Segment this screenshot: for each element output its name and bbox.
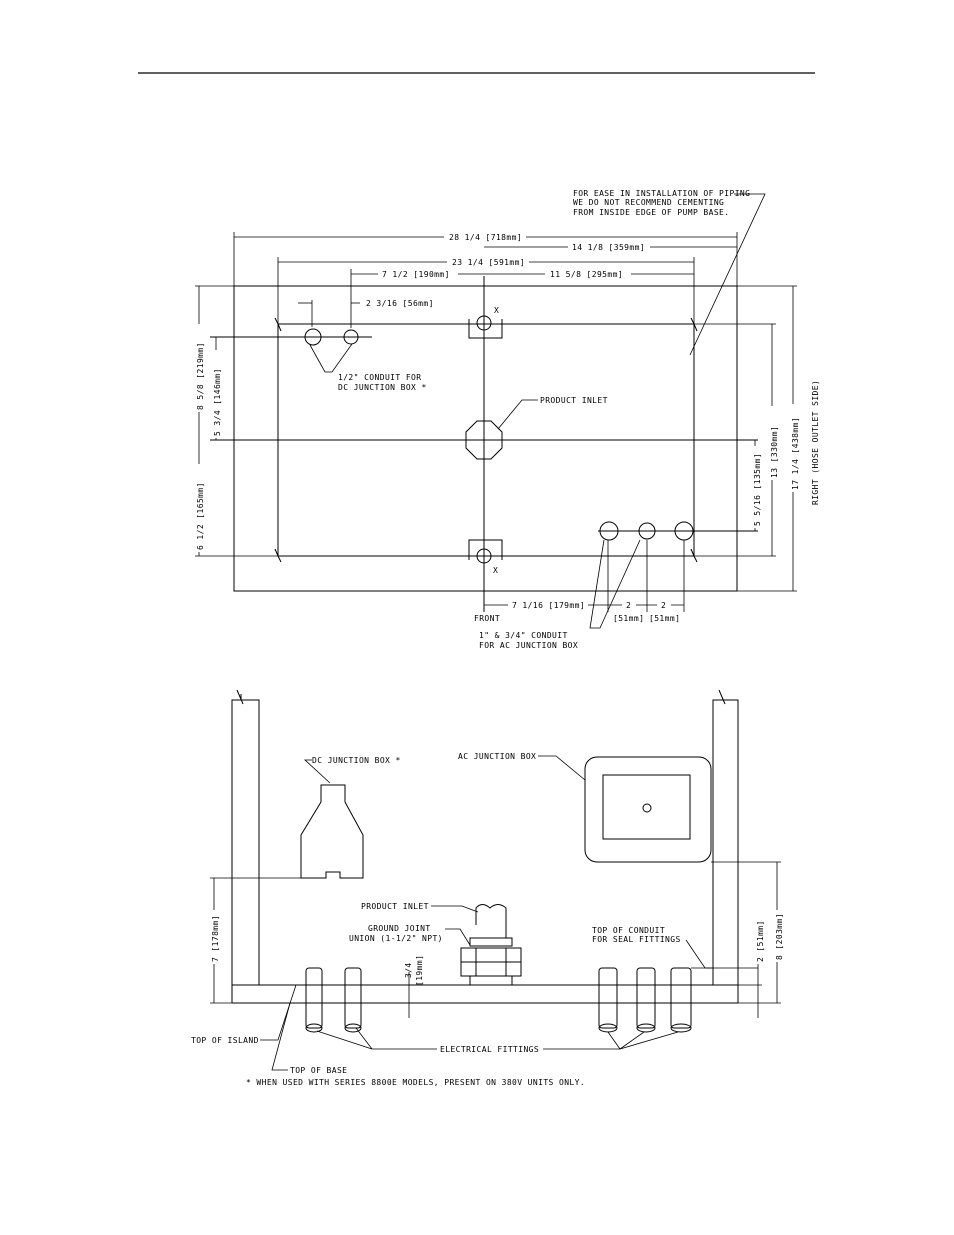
top-bolt	[476, 315, 492, 331]
ground-joint-label-1: GROUND JOINT	[368, 924, 431, 933]
dim-overall-width: 28 1/4 [718mm]	[449, 233, 522, 242]
union-collar	[469, 937, 513, 947]
side-inlet-leader	[431, 905, 479, 913]
dc-conduit-label-2: DC JUNCTION BOX *	[338, 383, 427, 392]
ground-joint-leader	[445, 928, 471, 946]
dim-13: 13 [330mm]	[770, 426, 779, 478]
dc-junction-box	[300, 784, 364, 879]
ac-box-label: AC JUNCTION BOX	[458, 752, 536, 761]
x-mark-bottom: X	[493, 566, 498, 575]
piping-note-line-1: FOR EASE IN INSTALLATION OF PIPING	[573, 189, 750, 198]
side-product-inlet-label: PRODUCT INLET	[361, 902, 429, 911]
dim-8-5-8: 8 5/8 [219mm]	[196, 342, 205, 410]
dim-23-1-4: 23 1/4 [591mm]	[452, 258, 525, 267]
left-island-wall	[231, 694, 260, 1003]
right-island-wall	[712, 699, 739, 1003]
front-label: FRONT	[474, 614, 500, 623]
dim-11-5-8: 11 5/8 [295mm]	[550, 270, 623, 279]
top-of-base-leader	[271, 1002, 291, 1071]
product-inlet-octagon	[465, 420, 503, 460]
dim-7-1-2: 7 1/2 [190mm]	[382, 270, 450, 279]
electrical-fittings-leader-right	[543, 1031, 621, 1050]
bottom-bolt	[476, 548, 492, 564]
electrical-fittings-label: ELECTRICAL FITTINGS	[440, 1045, 539, 1054]
dim-5-3-4: 5 3/4 [146mm]	[213, 368, 222, 436]
piping-note-line-2: WE DO NOT RECOMMEND CEMENTING	[573, 198, 724, 207]
x-mark-top: X	[494, 306, 499, 315]
electrical-fittings-leader-left	[355, 1027, 437, 1050]
product-inlet-leader	[497, 399, 538, 430]
ac-conduit-leader	[589, 539, 641, 629]
top-of-island-label: TOP OF ISLAND	[191, 1036, 259, 1045]
top-conduit-leader	[685, 939, 713, 969]
union-lower	[469, 975, 513, 986]
product-inlet-pipe	[475, 904, 507, 938]
ac-junction-box-inner	[602, 774, 691, 840]
footnote: * WHEN USED WITH SERIES 8800E MODELS, PR…	[246, 1078, 585, 1087]
dim-2-side: 2 [51mm]	[756, 920, 765, 962]
dim-51mm-a: [51mm]	[613, 614, 644, 623]
dim-7-1-16: 7 1/16 [179mm]	[512, 601, 585, 610]
ac-junction-box-knockout	[642, 803, 652, 813]
dim-2-a: 2	[626, 601, 631, 610]
ac-conduit-label-1: 1" & 3/4" CONDUIT	[479, 631, 568, 640]
product-inlet-label-top: PRODUCT INLET	[540, 396, 608, 405]
bottom-bolt-bracket	[468, 539, 503, 560]
dim-6-1-2: 6 1/2 [165mm]	[196, 482, 205, 550]
dim-51mm-b: [51mm]	[649, 614, 680, 623]
top-of-island-leader	[260, 984, 297, 1041]
dim-7: 7 [178mm]	[211, 915, 220, 962]
dim-8: 8 [203mm]	[775, 913, 784, 960]
side-view: DC JUNCTION BOX * AC JUNCTION BOX PRODUC…	[191, 689, 785, 1087]
dim-2-3-16: 2 3/16 [56mm]	[366, 299, 434, 308]
top-view: FOR EASE IN INSTALLATION OF PIPING WE DO…	[195, 189, 820, 650]
top-bolt-bracket	[468, 319, 503, 339]
ac-conduit-label-2: FOR AC JUNCTION BOX	[479, 641, 578, 650]
top-conduit-label-2: FOR SEAL FITTINGS	[592, 935, 681, 944]
piping-note-line-3: FROM INSIDE EDGE OF PUMP BASE.	[573, 208, 730, 217]
dim-3-4: 3/4	[404, 962, 413, 978]
dc-conduit-label-1: 1/2" CONDUIT FOR	[338, 373, 421, 382]
fitting-left-2	[344, 967, 362, 1029]
ac-box-leader	[538, 755, 586, 781]
piping-note-leader	[689, 193, 766, 356]
right-side-label: RIGHT (HOSE OUTLET SIDE)	[811, 380, 820, 505]
fitting-right-3	[670, 967, 692, 1029]
top-conduit-label-1: TOP OF CONDUIT	[592, 926, 665, 935]
fitting-left-1	[305, 967, 323, 1029]
dc-box-label: DC JUNCTION BOX *	[312, 756, 401, 765]
dc-conduit-leader	[309, 343, 353, 373]
fitting-right-2	[636, 967, 656, 1029]
top-of-base-label: TOP OF BASE	[290, 1066, 347, 1075]
ac-junction-box-outer	[584, 756, 712, 863]
dim-2-b: 2	[661, 601, 666, 610]
fitting-right-1	[598, 967, 618, 1029]
dim-14-1-8: 14 1/8 [359mm]	[572, 243, 645, 252]
dc-box-leader	[303, 759, 331, 784]
dim-19mm: [19mm]	[415, 955, 424, 986]
dim-5-5-16: 5 5/16 [135mm]	[753, 453, 762, 526]
ground-joint-label-2: UNION (1-1/2" NPT)	[349, 934, 443, 943]
dim-17-1-4: 17 1/4 [438mm]	[791, 417, 800, 490]
pump-base-outline	[233, 285, 738, 592]
